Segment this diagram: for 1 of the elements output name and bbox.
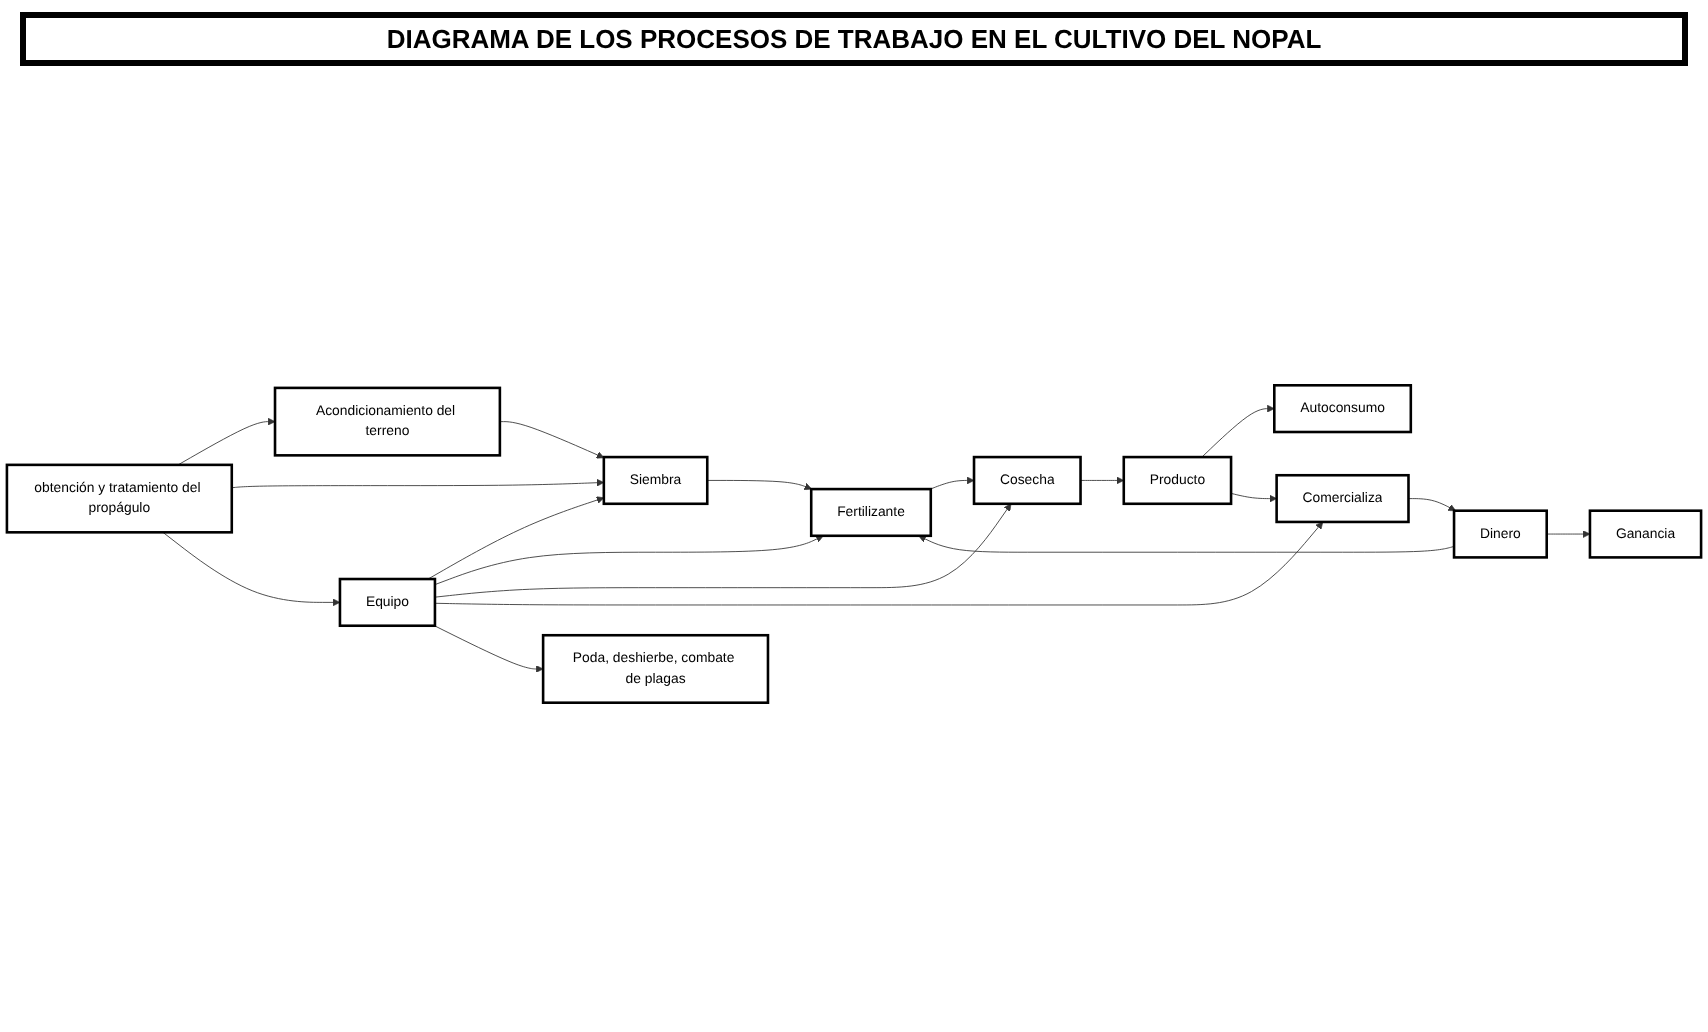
diagram-title: DIAGRAMA DE LOS PROCESOS DE TRABAJO EN EL CULTIVO DEL NOPAL: [20, 12, 1688, 66]
